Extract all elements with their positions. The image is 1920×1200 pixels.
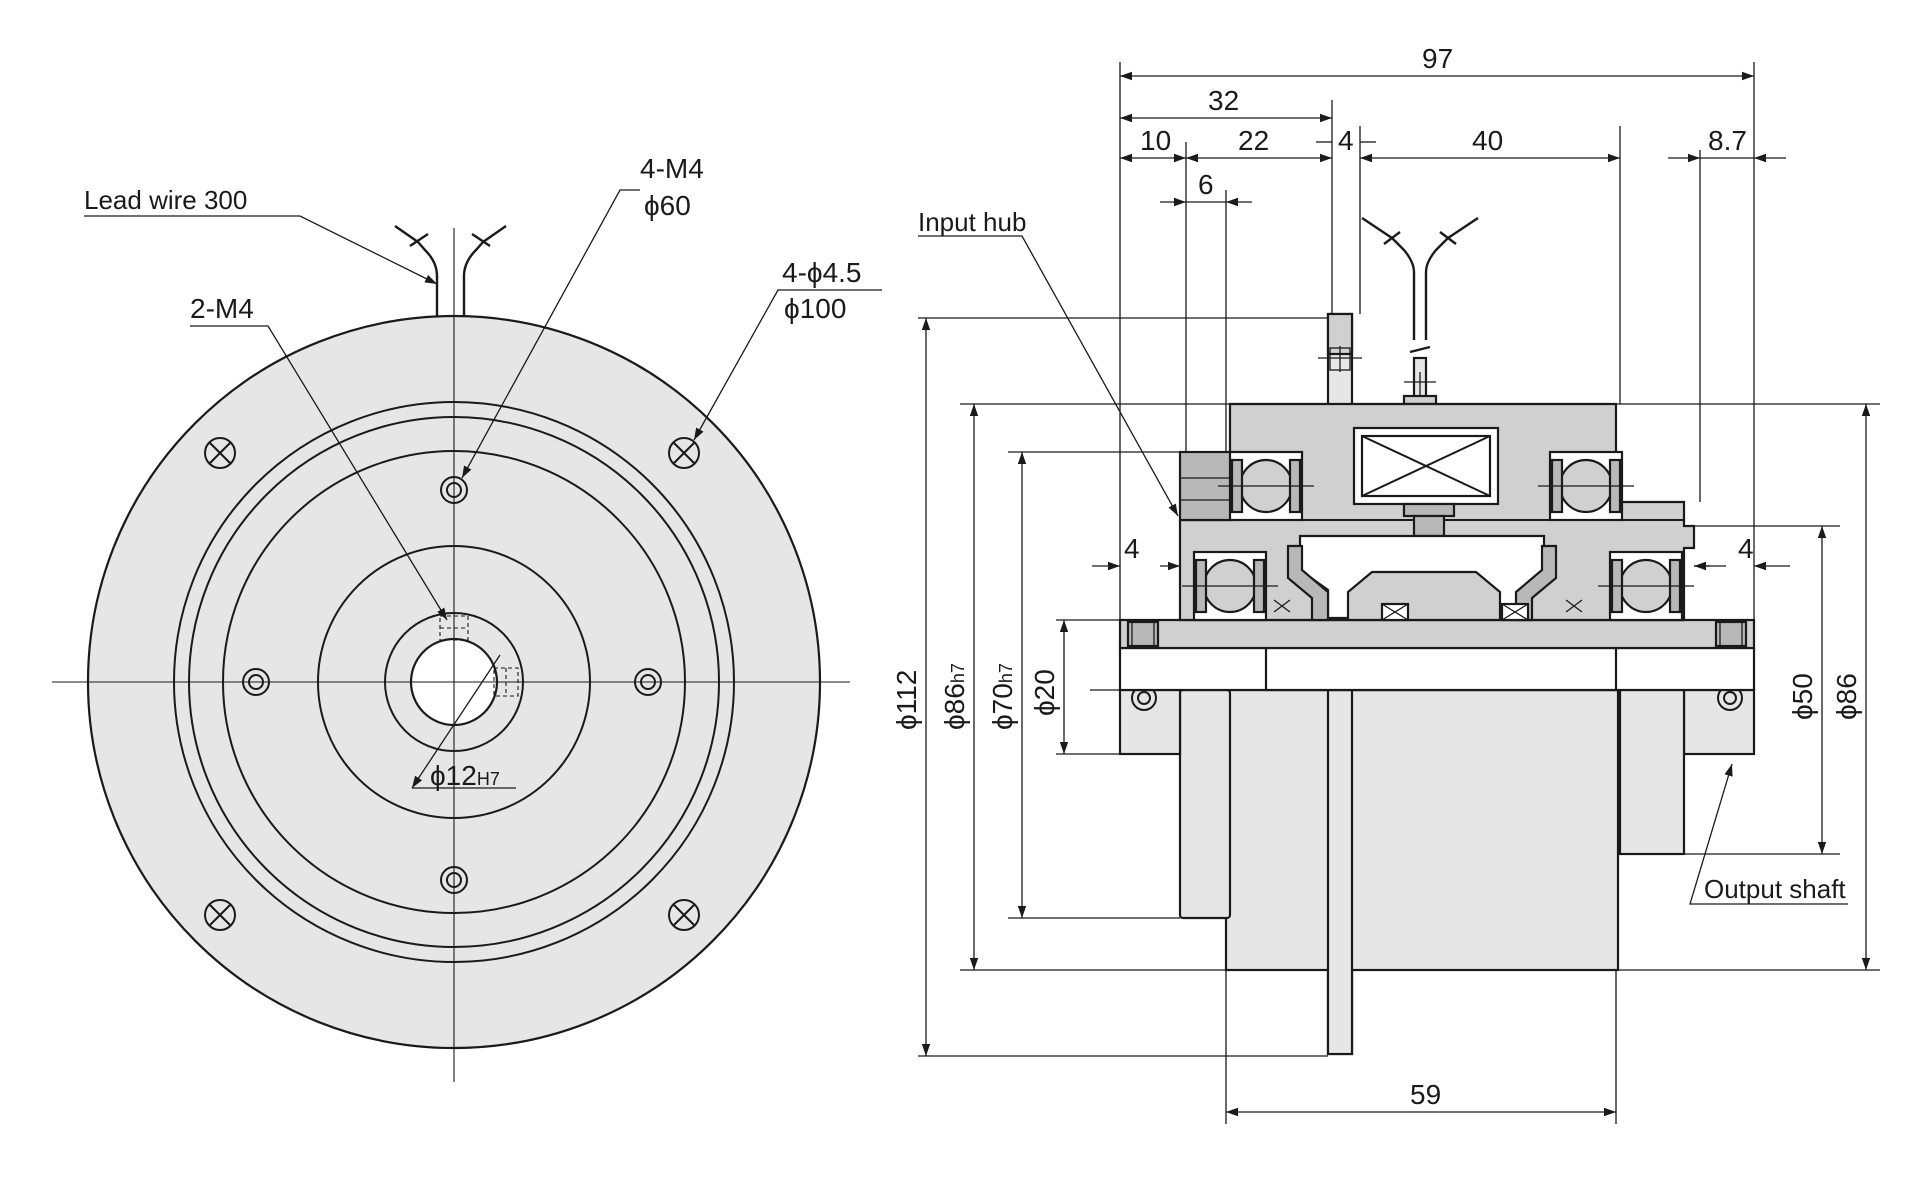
dim-22: 22 <box>1238 125 1269 156</box>
extension-lines <box>918 62 1880 1124</box>
mounting-holes <box>204 437 700 931</box>
m4-pcd-label: ϕ60 <box>644 190 691 221</box>
dim-4-top: 4 <box>1338 125 1354 156</box>
dim-6: 6 <box>1198 169 1214 200</box>
dia-86h7-value: ϕ86 <box>939 683 970 730</box>
dim-32: 32 <box>1208 85 1239 116</box>
hub-band <box>1118 618 1756 650</box>
vertical-dimensions <box>921 318 1871 1056</box>
dia-86-label: ϕ86 <box>1831 673 1862 720</box>
dim-40: 40 <box>1472 125 1503 156</box>
m4-tapped-holes <box>242 476 662 894</box>
dim-4-left: 4 <box>1124 533 1140 564</box>
dim-10: 10 <box>1140 125 1171 156</box>
dia-20-label: ϕ20 <box>1029 669 1060 716</box>
dim-4-right: 4 <box>1738 533 1754 564</box>
dia-86h7-tolerance: h7 <box>948 663 968 683</box>
lead-wire-front <box>394 225 507 323</box>
mount-holes-label: 4-ϕ4.5 <box>782 257 862 288</box>
lower-body <box>1224 688 1620 972</box>
dia-70h7-tolerance: h7 <box>996 663 1016 683</box>
set-screw-label: 2-M4 <box>190 293 254 324</box>
input-hub-label: Input hub <box>918 207 1026 237</box>
bearings <box>1182 450 1694 622</box>
bore-tolerance: H7 <box>477 769 500 789</box>
lead-wire-label: Lead wire 300 <box>84 185 247 215</box>
dia-86h7-label: ϕ86h7 <box>939 663 970 730</box>
output-shaft-label: Output shaft <box>1704 874 1846 904</box>
lead-wire-side <box>1361 217 1479 406</box>
dia-50-label: ϕ50 <box>1787 673 1818 720</box>
side-view: Input hub Output shaft 97 32 10 22 4 40 … <box>891 43 1880 1124</box>
dim-59: 59 <box>1410 1079 1441 1110</box>
dia-70h7-value: ϕ70 <box>987 683 1018 730</box>
horizontal-dimensions <box>1092 71 1790 1117</box>
dim-97: 97 <box>1422 43 1453 74</box>
bore-diameter: ϕ12 <box>430 760 477 791</box>
dia-112-label: ϕ112 <box>891 670 922 730</box>
front-view: Lead wire 300 4-M4 ϕ60 4-ϕ4.5 ϕ100 2-M4 … <box>52 153 882 1082</box>
dia-70h7-label: ϕ70h7 <box>987 663 1018 730</box>
bore-label: ϕ12H7 <box>430 760 500 791</box>
dim-8-7: 8.7 <box>1708 125 1747 156</box>
m4-holes-label: 4-M4 <box>640 153 704 184</box>
mount-pcd-label: ϕ100 <box>784 293 846 324</box>
